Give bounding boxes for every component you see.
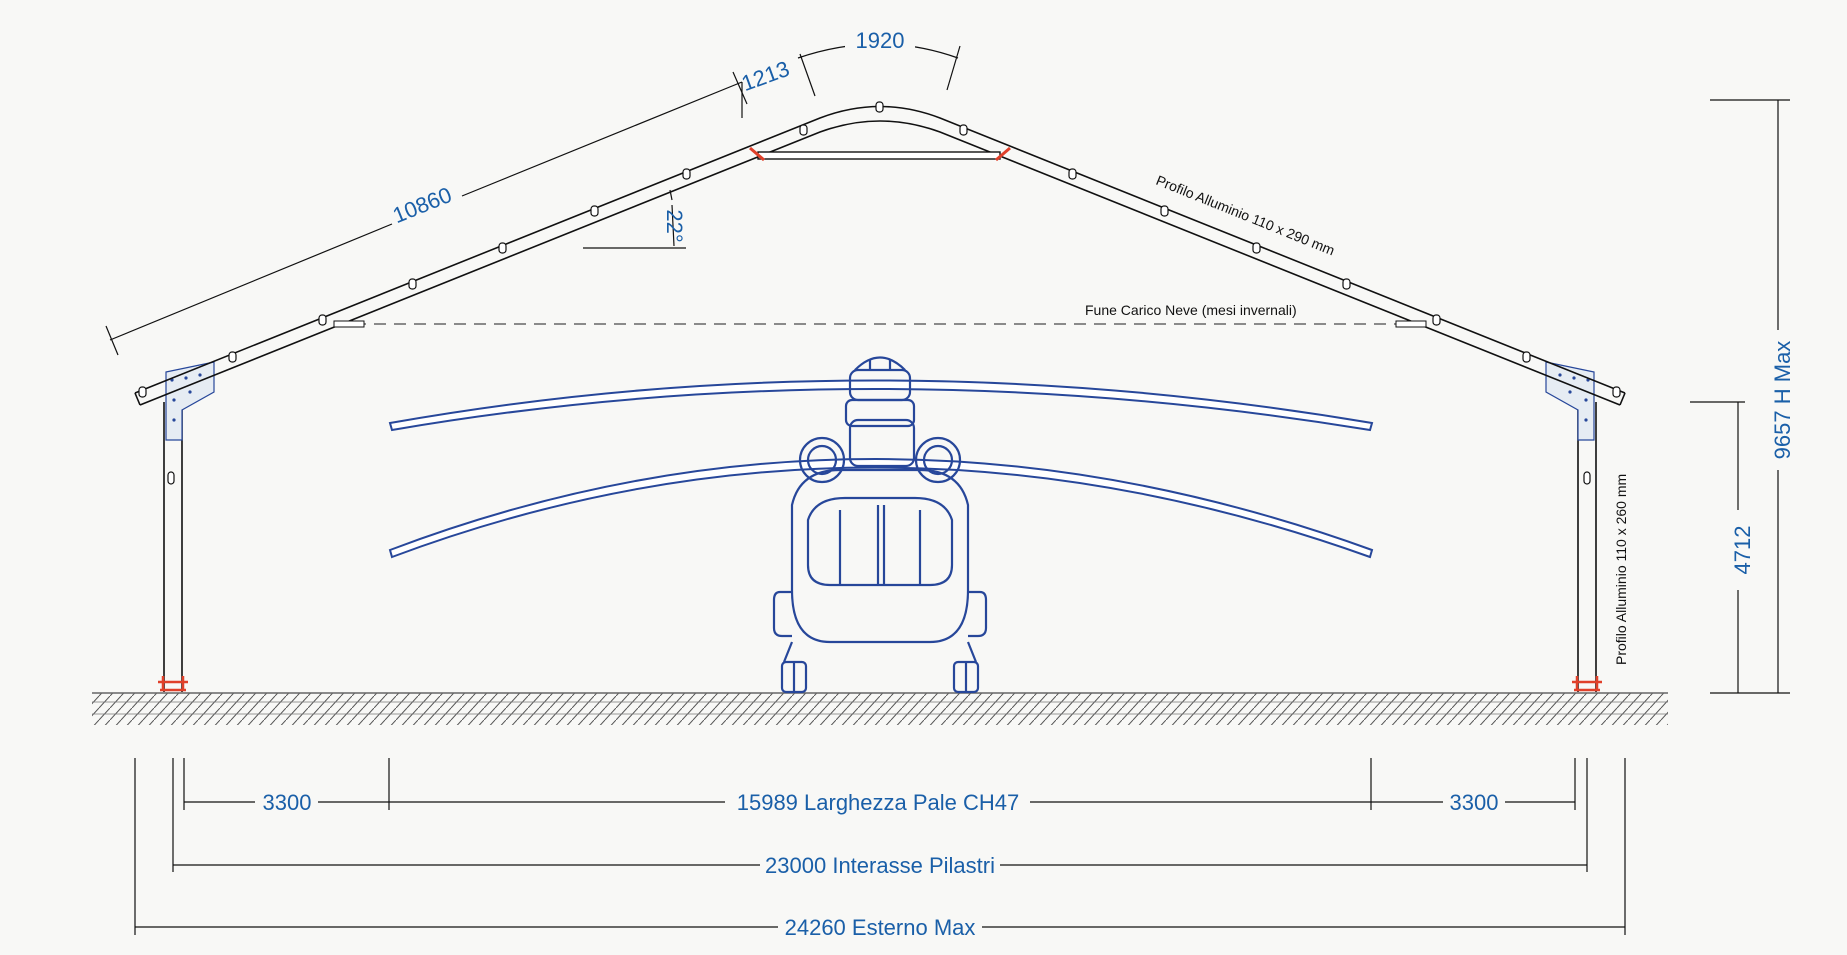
column-height: 4712 bbox=[1730, 526, 1755, 575]
left-base-plate bbox=[158, 676, 188, 692]
right-base-plate bbox=[1572, 676, 1602, 692]
ground-hatch bbox=[92, 693, 1668, 725]
upper-rotor bbox=[388, 379, 1374, 432]
right-clearance: 3300 bbox=[1450, 790, 1499, 815]
right-column-outline bbox=[1577, 402, 1597, 692]
snow-cable bbox=[333, 320, 1427, 328]
column-profile-label: Profilo Alluminio 110 x 260 mm bbox=[1613, 474, 1629, 665]
dim-angle: 22° bbox=[583, 189, 687, 249]
dim-rafter: 10860 bbox=[105, 71, 748, 356]
roof bbox=[134, 101, 1626, 406]
dim-ridge: 1920 bbox=[797, 24, 961, 91]
right-engine bbox=[914, 436, 962, 484]
roof-outer bbox=[134, 105, 1626, 394]
snow-cable-label: Fune Carico Neve (mesi invernali) bbox=[1085, 302, 1297, 318]
dim-haunch: 1213 bbox=[738, 53, 816, 118]
roof-angle: 22° bbox=[662, 209, 687, 242]
helicopter bbox=[388, 356, 1374, 694]
column-bolt bbox=[1583, 471, 1591, 485]
ground bbox=[92, 692, 1668, 725]
left-sponson bbox=[772, 590, 792, 638]
blade-width: 15989 Larghezza Pale CH47 bbox=[737, 790, 1020, 815]
cockpit-window bbox=[806, 496, 954, 587]
dim-bottom: 3300 15989 Larghezza Pale CH47 3300 2300… bbox=[134, 758, 1626, 940]
lower-rotor bbox=[388, 458, 1374, 559]
right-sponson bbox=[968, 590, 988, 638]
roof-inner bbox=[139, 120, 1621, 406]
column-spacing: 23000 Interasse Pilastri bbox=[765, 853, 995, 878]
ridge-joints bbox=[749, 146, 1011, 162]
rafter-length: 10860 bbox=[389, 182, 455, 228]
external-width: 24260 Esterno Max bbox=[785, 915, 976, 940]
ridge-tie-beam bbox=[757, 151, 1001, 160]
fuselage bbox=[790, 468, 970, 644]
haunch-length: 1213 bbox=[738, 56, 793, 96]
left-clearance: 3300 bbox=[263, 790, 312, 815]
right-column bbox=[1545, 361, 1602, 692]
dim-column-height: 4712 bbox=[1690, 401, 1755, 693]
dim-total-height: 9657 H Max bbox=[1710, 99, 1795, 694]
total-height: 9657 H Max bbox=[1770, 341, 1795, 460]
ridge-curve: 1920 bbox=[856, 28, 905, 53]
left-column-outline bbox=[163, 402, 183, 692]
column-bolt bbox=[167, 471, 175, 485]
engine-mast bbox=[848, 418, 916, 468]
left-engine bbox=[798, 436, 846, 484]
left-column bbox=[158, 361, 215, 692]
